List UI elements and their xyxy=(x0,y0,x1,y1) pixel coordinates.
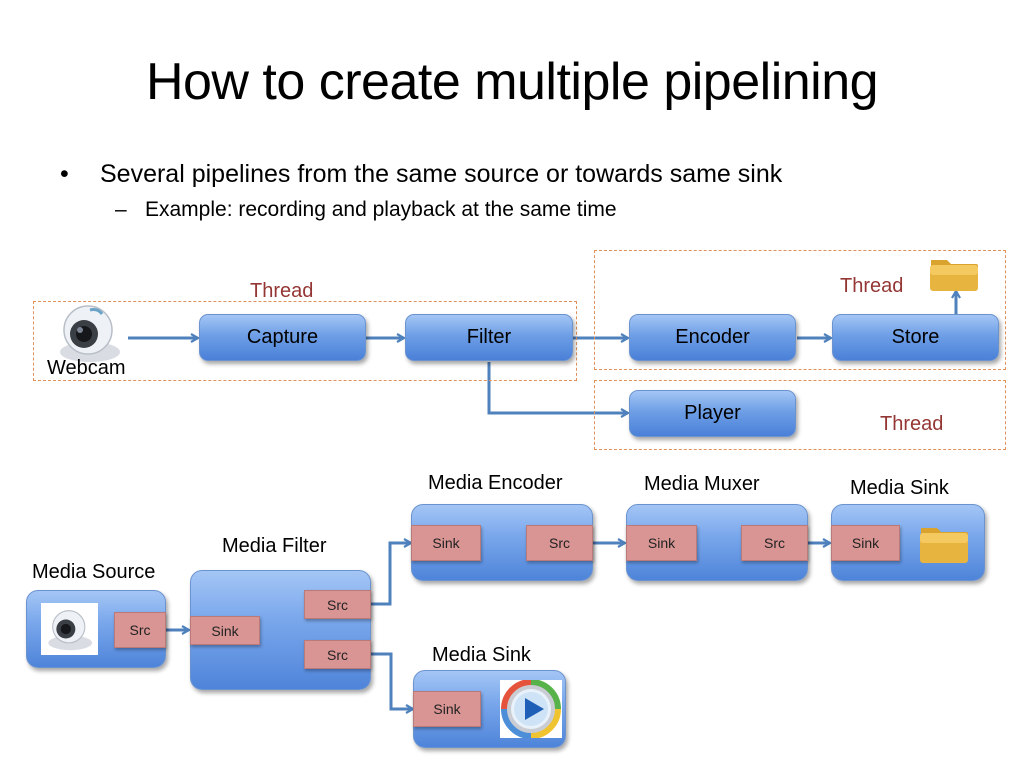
slide-title: How to create multiple pipelining xyxy=(145,53,879,111)
media-filter-title: Media Filter xyxy=(222,535,327,557)
media-sink-file-title: Media Sink xyxy=(850,477,949,499)
port-sink: Sink xyxy=(411,525,481,561)
bullet-marker: – xyxy=(115,198,127,221)
port-sink: Sink xyxy=(831,525,900,561)
bullet-text: Several pipelines from the same source o… xyxy=(100,160,783,188)
bullet-marker: • xyxy=(60,160,69,188)
webcam-icon xyxy=(60,305,120,362)
bullet-text: Example: recording and playback at the s… xyxy=(145,198,617,221)
port-src: Src xyxy=(114,612,166,648)
media-player-icon xyxy=(501,679,561,739)
media-source-title: Media Source xyxy=(32,561,156,583)
thread-label: Thread xyxy=(880,413,944,435)
media-encoder-title: Media Encoder xyxy=(428,472,563,494)
port-src: Src xyxy=(304,590,371,619)
thread-label: Thread xyxy=(840,275,904,297)
stage-label: Player xyxy=(684,402,741,424)
bullet-level-2: –Example: recording and playback at the … xyxy=(115,198,617,222)
bullet-level-1: • Several pipelines from the same source … xyxy=(60,160,782,189)
stage-player: Player xyxy=(629,390,796,437)
port-sink: Sink xyxy=(190,616,260,645)
stage-label: Filter xyxy=(466,326,512,348)
folder-icon xyxy=(930,260,978,291)
port-src: Src xyxy=(741,525,808,561)
port-src: Src xyxy=(526,525,593,561)
port-src: Src xyxy=(304,640,371,669)
webcam-label: Webcam xyxy=(47,357,126,379)
stage-capture: Capture xyxy=(199,314,366,361)
stage-label: Encoder xyxy=(675,326,750,348)
folder-icon xyxy=(920,528,968,563)
thread-box-encoder xyxy=(594,250,1006,370)
thread-label: Thread xyxy=(250,280,314,302)
thread-box-player xyxy=(594,380,1006,450)
port-sink: Sink xyxy=(626,525,697,561)
thread-box-capture xyxy=(33,301,577,381)
port-sink: Sink xyxy=(413,691,481,727)
media-sink-player-title: Media Sink xyxy=(432,644,531,666)
webcam-icon xyxy=(48,610,93,651)
stage-label: Store xyxy=(891,326,940,348)
stage-store: Store xyxy=(832,314,999,361)
arrow-filter-player-bottom xyxy=(371,652,413,709)
webcam-image xyxy=(41,603,98,655)
stage-encoder: Encoder xyxy=(629,314,796,361)
stage-label: Capture xyxy=(246,326,319,348)
media-muxer-title: Media Muxer xyxy=(644,473,760,495)
media-player-image xyxy=(500,679,562,739)
stage-filter: Filter xyxy=(405,314,573,361)
arrow-filter-encoder-bottom xyxy=(371,543,411,606)
